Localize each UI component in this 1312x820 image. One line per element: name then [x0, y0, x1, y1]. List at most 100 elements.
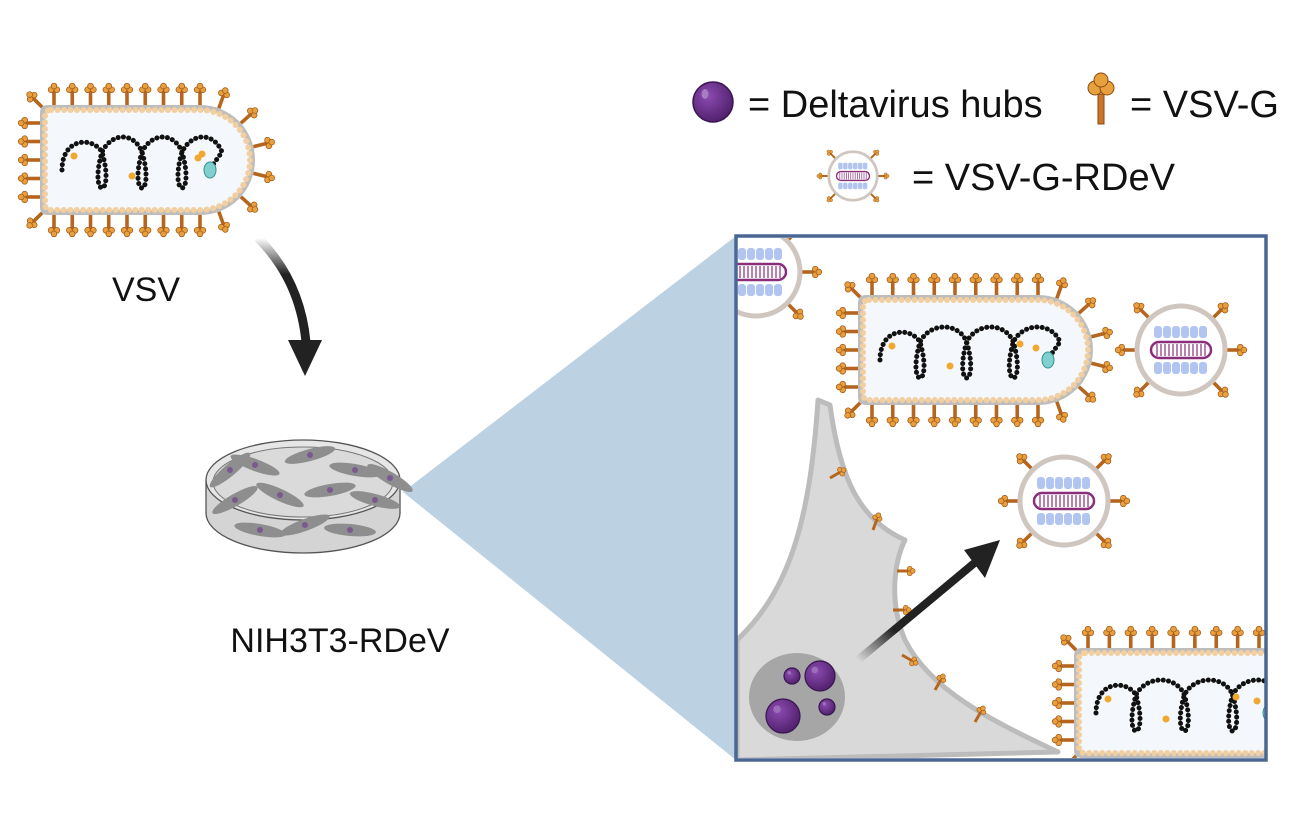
- petri-dish-icon: [205, 439, 413, 554]
- vsv-g-spike: [66, 214, 79, 238]
- polymerase: [1041, 351, 1055, 369]
- phosphoprotein: [1253, 697, 1261, 705]
- phosphoprotein: [888, 342, 896, 350]
- deltavirus-hub: [818, 698, 836, 716]
- delta-antigen: [1154, 326, 1162, 338]
- deltavirus-hub: [783, 667, 801, 685]
- delta-antigen: [1199, 326, 1207, 338]
- legend-vsv-g-rdev-label: = VSV-G-RDeV: [912, 157, 1176, 199]
- legend: = Deltavirus hubs = VSV-G = VSV-G-RDeV: [692, 72, 1279, 205]
- viral-genome: [877, 324, 1063, 381]
- delta-antigen: [853, 182, 858, 190]
- deltavirus-hub-icon: [692, 81, 734, 123]
- delta-antigen: [738, 284, 746, 296]
- phosphoprotein: [1232, 693, 1240, 701]
- rdev-particle-corner: [705, 221, 823, 323]
- delta-antigen: [738, 248, 746, 260]
- vsv-g-spike: [816, 172, 829, 180]
- delta-antigen: [774, 284, 782, 296]
- delta-antigen: [1181, 362, 1189, 374]
- vsv-g-spike: [193, 82, 207, 106]
- vsv-g-spike: [47, 214, 61, 238]
- delta-antigen: [1163, 326, 1171, 338]
- rdev-rna: [737, 262, 788, 282]
- vsv-g-spike: [102, 214, 115, 238]
- vsv-g-spike: [66, 82, 79, 106]
- zoom-panel: [705, 221, 1312, 777]
- matrix-layer: [1076, 650, 1265, 756]
- vsv-g-spike: [17, 135, 41, 148]
- vsv-g-spike: [157, 214, 170, 238]
- vsv-g-spike: [102, 82, 115, 106]
- delta-antigen: [838, 182, 843, 190]
- vsv-g-spike: [84, 82, 97, 106]
- vsv-g-rdev-particle-icon: [816, 147, 890, 205]
- delta-antigen: [862, 182, 868, 190]
- delta-antigen: [1073, 477, 1081, 489]
- matrix-layer: [42, 107, 253, 213]
- phosphoprotein: [70, 152, 78, 160]
- vsv-g-spike: [1296, 736, 1312, 759]
- delta-antigen: [1199, 362, 1207, 374]
- delta-antigen: [1082, 477, 1090, 489]
- vsv-particle-zoomed: [835, 272, 1115, 428]
- rdev-particle-released: [997, 450, 1131, 552]
- delta-antigen: [1172, 362, 1180, 374]
- phosphoprotein: [1016, 340, 1024, 348]
- delta-antigen: [1055, 477, 1063, 489]
- delta-antigen: [1037, 513, 1045, 525]
- delta-antigen: [1037, 477, 1045, 489]
- legend-vsv-g-label: = VSV-G: [1130, 84, 1279, 126]
- vsv-g-spike: [17, 116, 41, 130]
- vsv-particle: [17, 82, 277, 238]
- delta-antigen: [765, 284, 773, 296]
- delta-antigen: [857, 162, 863, 170]
- vsv-g-spike: [705, 221, 729, 245]
- phosphoprotein: [1104, 695, 1112, 703]
- delta-antigen: [1046, 477, 1054, 489]
- delta-antigen: [756, 284, 764, 296]
- zoom-cone: [403, 236, 736, 760]
- vsv-g-spike: [1272, 629, 1290, 653]
- delta-antigen: [1181, 326, 1189, 338]
- vsv-particle-bottom: [1051, 625, 1312, 777]
- viral-genome: [1093, 677, 1265, 734]
- delta-antigen: [843, 162, 848, 170]
- delta-antigen: [838, 162, 843, 170]
- delta-antigen: [1082, 513, 1090, 525]
- delta-antigen: [1046, 513, 1054, 525]
- vsv-g-spike: [17, 153, 41, 167]
- vsv-g-spike: [120, 214, 134, 238]
- vsv-g-spike: [1272, 753, 1290, 777]
- polymerase: [203, 161, 217, 179]
- phosphoprotein: [1162, 715, 1170, 723]
- delta-antigen: [1172, 326, 1180, 338]
- vsv-g-spike: [17, 190, 41, 204]
- vsv-g-spike: [251, 167, 277, 185]
- cell-line-label: NIH3T3-RDeV: [230, 622, 449, 660]
- vsv-g-spike: [139, 82, 152, 106]
- delta-antigen: [848, 162, 853, 170]
- release-arrow: [855, 540, 1000, 664]
- delta-antigen: [857, 182, 863, 190]
- vsv-g-spike: [213, 209, 233, 235]
- phosphoprotein: [128, 172, 136, 180]
- delta-antigen: [756, 248, 764, 260]
- vsv-g-spike: [251, 135, 277, 153]
- phosphoprotein: [1032, 344, 1040, 352]
- delta-antigen: [1055, 513, 1063, 525]
- vsv-g-spike: [213, 85, 233, 111]
- phosphoprotein: [194, 154, 202, 162]
- delta-antigen: [1064, 477, 1072, 489]
- vsv-g-spike: [157, 82, 170, 106]
- vsv-label: VSV: [112, 271, 180, 309]
- delta-antigen: [1154, 362, 1162, 374]
- vsv-g-spike: [17, 172, 41, 185]
- delta-antigen: [848, 182, 853, 190]
- vsv-g-spike: [120, 82, 134, 106]
- deltavirus-hub: [765, 698, 801, 734]
- rdev-particle-right: [1114, 299, 1248, 401]
- vsv-g-spike: [877, 172, 890, 180]
- delta-antigen: [862, 162, 868, 170]
